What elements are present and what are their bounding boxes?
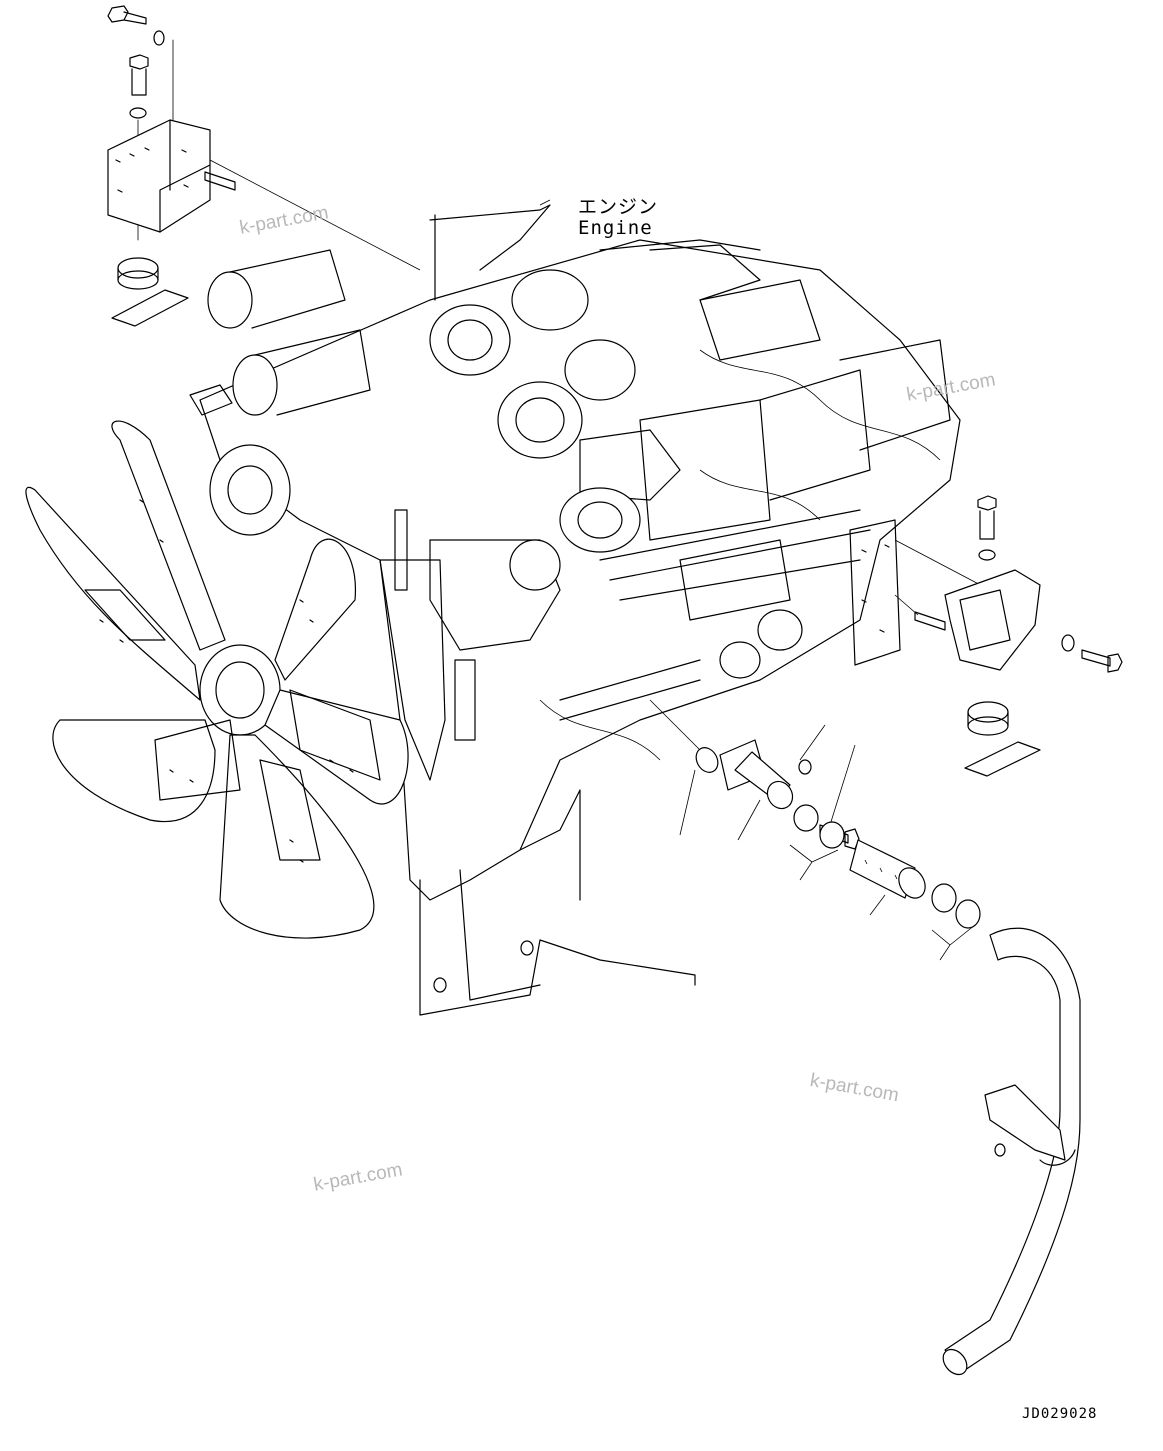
engine-assembly-icon [189,204,961,1016]
rear-right-mount-icon [894,495,1123,777]
drawing-code: JD029028 [1022,1406,1098,1422]
connection-parts-icon [649,699,1081,1376]
front-left-mount-icon [107,5,421,327]
engine-label-en: Engine [578,217,653,239]
engine-label-jp: エンジン [578,196,659,218]
cooling-fan-icon [25,420,409,939]
